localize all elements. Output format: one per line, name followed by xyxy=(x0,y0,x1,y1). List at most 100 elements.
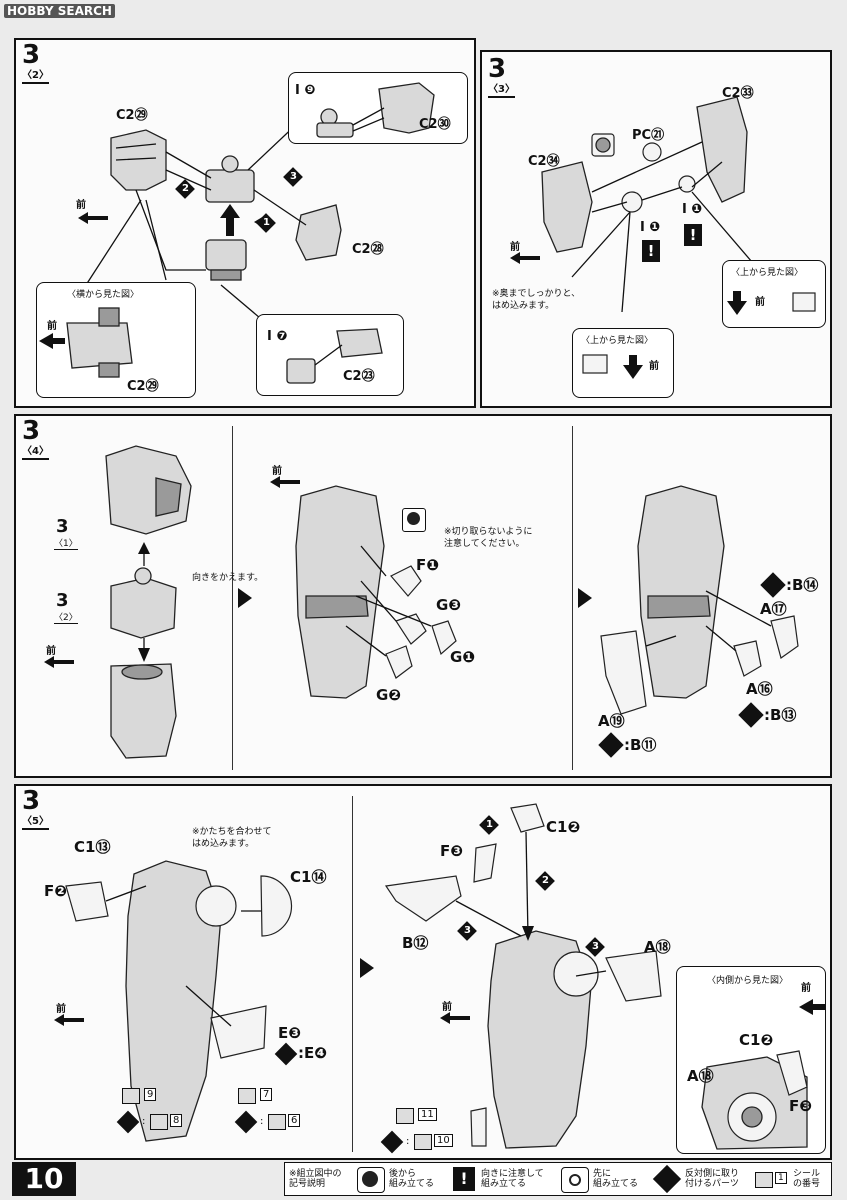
step-ref-sub1: 〈1〉 xyxy=(54,536,78,550)
inset-top-view-a: 〈上から見た図〉 前 xyxy=(722,260,826,328)
part-label-c2-29: C2㉙ xyxy=(116,108,148,123)
front-label: 前 xyxy=(76,200,86,211)
part-label-a16: A⑯ xyxy=(746,680,773,698)
part-label-f3b: F❸ xyxy=(789,1097,812,1115)
part-label-b11: :B⑪ xyxy=(624,736,657,754)
step-num-3b-text: 3 xyxy=(592,941,599,952)
seal-colon: : xyxy=(142,1116,146,1127)
step-num-3a-text: 3 xyxy=(464,925,471,936)
panel-step-3-3: 3 〈3〉 C2㉝ PC㉑ C2㉞ I ❶ I ❶ ! ! 前 ※奥までしっかり… xyxy=(480,50,832,408)
part-label-c2-28: C2㉘ xyxy=(352,242,384,257)
first-assembly-icon xyxy=(561,1167,589,1193)
step-ref-sub2: 〈2〉 xyxy=(54,610,78,624)
front-arrow-icon xyxy=(54,1014,84,1026)
front-label-mid: 前 xyxy=(272,466,282,477)
part-label-c1-2: C1❷ xyxy=(546,818,581,836)
page-number: 10 xyxy=(12,1162,76,1196)
divider xyxy=(572,426,573,770)
front-label-inner: 前 xyxy=(801,983,811,994)
top-view-title: 〈上から見た図〉 xyxy=(581,336,654,346)
legend-text-0: 後から 組み立てる xyxy=(389,1169,435,1189)
turn-note: 向きをかえます。 xyxy=(192,573,264,583)
part-label-c1-13: C1⑬ xyxy=(74,838,111,856)
legend-title: ※組立図中の 記号説明 xyxy=(289,1169,342,1189)
seal-11: 11 xyxy=(418,1108,437,1121)
part-label-c1-14: C1⑭ xyxy=(290,868,327,886)
front-arrow-icon xyxy=(78,212,108,224)
seal-6: 6 xyxy=(288,1114,301,1127)
step-ref-3-1: 3 xyxy=(56,516,69,537)
inset-i7-c223: I ❼ C2㉓ xyxy=(256,314,404,396)
legend-text-1: 向きに注意して 組み立てる xyxy=(481,1169,544,1189)
part-label-g1: G❶ xyxy=(450,648,476,666)
assembly-diagram-4 xyxy=(105,445,799,759)
substep-label: 〈3〉 xyxy=(488,84,515,98)
seal-number-icon xyxy=(122,1088,140,1104)
front-label-box-a: 前 xyxy=(755,297,765,308)
front-label: 前 xyxy=(56,1004,66,1015)
legend-text-4: シール の番号 xyxy=(793,1169,821,1189)
caution-icon: ! xyxy=(642,240,660,262)
seal-number-icon xyxy=(755,1172,773,1188)
part-label-f1: F❶ xyxy=(416,556,439,574)
divider xyxy=(232,426,233,770)
seal-colon: : xyxy=(406,1136,410,1147)
top-view-title: 〈上から見た図〉 xyxy=(731,268,804,278)
legend: ※組立図中の 記号説明 後から 組み立てる ! 向きに注意して 組み立てる 先に… xyxy=(284,1162,832,1196)
brand-watermark: HOBBY SEARCH xyxy=(4,4,115,18)
panel-step-3-4: 3 〈4〉 xyxy=(14,414,832,778)
seal-number-icon xyxy=(396,1108,414,1124)
seal-7: 7 xyxy=(260,1088,273,1101)
front-label-right: 前 xyxy=(442,1002,452,1013)
step-number: 3 xyxy=(22,40,41,70)
step-number: 3 xyxy=(22,416,41,446)
side-view-title: 〈横から見た図〉 xyxy=(67,290,140,300)
step-num-2-text: 2 xyxy=(542,875,549,886)
part-label-b12: B⑫ xyxy=(402,934,429,952)
part-label-pc21: PC㉑ xyxy=(632,128,665,143)
assembly-diagram-3 xyxy=(541,96,753,313)
seal-colon: : xyxy=(260,1116,264,1127)
substep-label: 〈4〉 xyxy=(22,446,49,460)
part-label-i9: I ❾ xyxy=(295,83,316,98)
part-label-b14: :B⑭ xyxy=(786,576,819,594)
front-arrow-icon xyxy=(440,1012,470,1024)
back-assembly-icon xyxy=(357,1167,385,1193)
front-label-box-b: 前 xyxy=(649,361,659,372)
opposite-side-icon xyxy=(652,1164,682,1194)
divider xyxy=(352,796,353,1152)
panel-step-3-5: 3 〈5〉 ※かたちを合わせて はめ込みます。 C1⑬ C1⑭ F❷ E❸ :E… xyxy=(14,784,832,1160)
legend-seal-example: 1 xyxy=(775,1172,787,1184)
seal-number-icon xyxy=(414,1134,432,1150)
front-label: 前 xyxy=(510,242,520,253)
insert-note: ※奥までしっかりと、 はめ込みます。 xyxy=(492,289,581,311)
front-label: 前 xyxy=(46,646,56,657)
assembly-diagram-2 xyxy=(85,119,342,341)
seal-number-icon xyxy=(238,1088,256,1104)
part-label-c2-34: C2㉞ xyxy=(528,154,560,169)
part-label-g3: G❸ xyxy=(436,596,462,614)
part-label-i1b: I ❶ xyxy=(682,202,703,217)
seal-8: 8 xyxy=(170,1114,183,1127)
front-arrow-icon xyxy=(510,252,540,264)
part-label-i1a: I ❶ xyxy=(640,220,661,235)
seal-9: 9 xyxy=(144,1088,157,1101)
inset-side-view: 〈横から見た図〉 前 C2㉙ xyxy=(36,282,196,398)
seal-number-icon xyxy=(150,1114,168,1130)
part-label-c2-33: C2㉝ xyxy=(722,86,754,101)
seal-number-icon xyxy=(268,1114,286,1130)
part-label-e3: E❸ xyxy=(278,1024,301,1042)
seal-10: 10 xyxy=(434,1134,453,1147)
legend-text-3: 反対側に取り 付けるパーツ xyxy=(685,1169,740,1189)
caution-icon: ! xyxy=(684,224,702,246)
caution-icon: ! xyxy=(453,1167,475,1191)
fit-note: ※かたちを合わせて はめ込みます。 xyxy=(192,827,272,849)
inner-view-title: 〈内側から見た図〉 xyxy=(707,976,789,986)
part-label-a18: A⑱ xyxy=(644,938,671,956)
step-num-3-text: 3 xyxy=(290,171,297,182)
part-label-c2-23: C2㉓ xyxy=(343,369,375,384)
part-label-c2-30: C2㉚ xyxy=(419,117,451,132)
part-label-i7: I ❼ xyxy=(267,329,288,344)
part-label-f3: F❸ xyxy=(440,842,463,860)
panel-step-3-2: 3 〈2〉 xyxy=(14,38,476,408)
